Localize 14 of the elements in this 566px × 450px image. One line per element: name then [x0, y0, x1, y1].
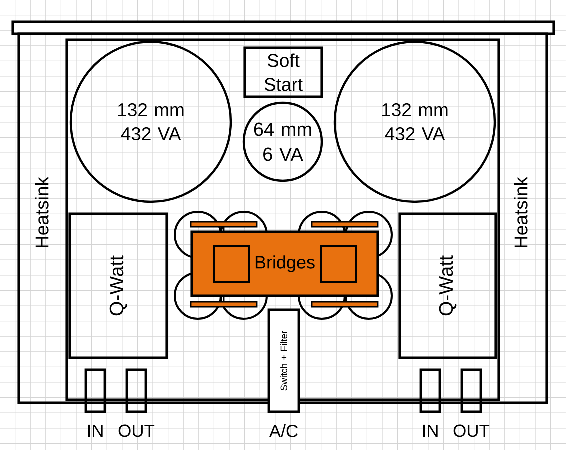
module-box: Switch + Filter [268, 308, 300, 414]
connector-label: OUT [454, 424, 490, 438]
top-plate [12, 20, 556, 36]
connector-label: OUT [118, 424, 155, 438]
bridge-block: Bridges [190, 230, 380, 298]
connector-label: IN [88, 424, 103, 437]
chassis-outline [66, 38, 500, 402]
heatsink-label: Heatsink [514, 176, 528, 248]
module-box: Q-Watt [68, 212, 168, 360]
heatsink-label: Heatsink [35, 176, 49, 248]
connector-label: IN [423, 424, 438, 437]
connector-label: A/C [269, 424, 298, 438]
module-box: Soft Start [244, 46, 324, 98]
module-box: Q-Watt [398, 212, 498, 360]
